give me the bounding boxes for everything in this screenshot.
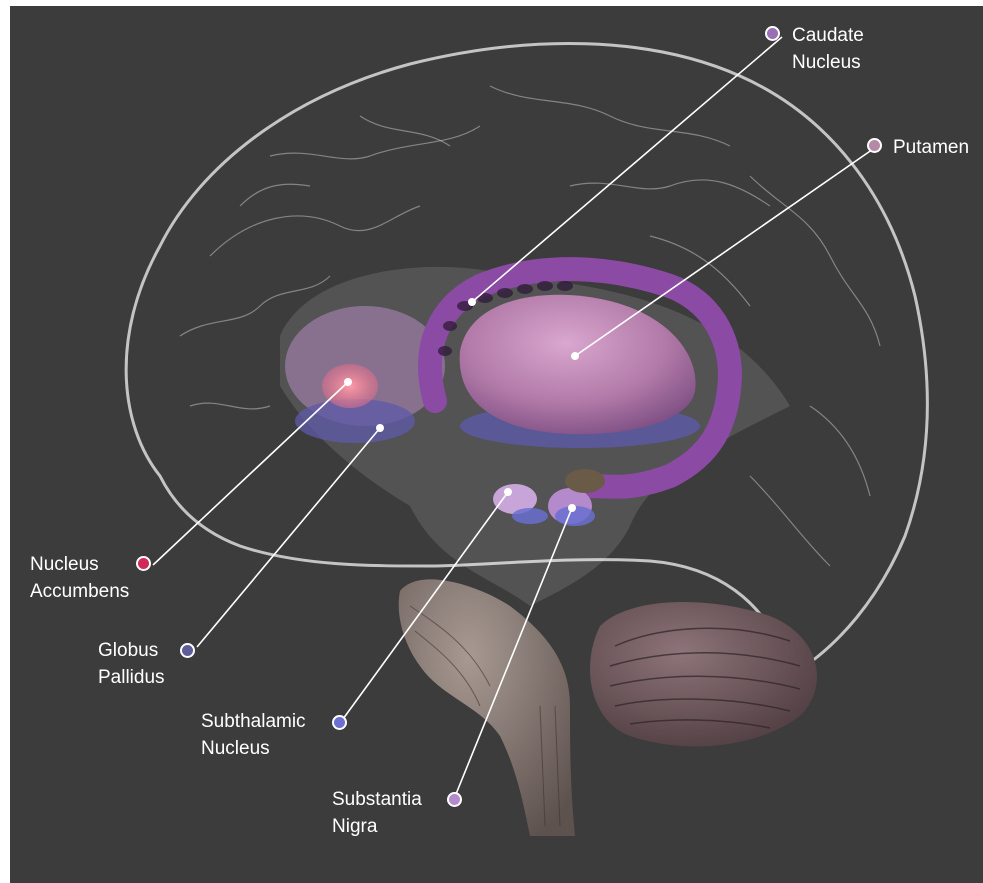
subthalamic-dot bbox=[332, 715, 347, 730]
label-line: Nucleus bbox=[792, 49, 864, 76]
label-line: Nigra bbox=[332, 813, 422, 840]
label-line: Caudate bbox=[792, 22, 864, 49]
label-line: Substantia bbox=[332, 786, 422, 813]
leader-line-caudate bbox=[472, 37, 782, 302]
label-caudate-nucleus: Caudate Nucleus bbox=[792, 22, 864, 76]
label-putamen: Putamen bbox=[893, 134, 969, 161]
label-line: Nucleus bbox=[201, 735, 306, 762]
brainstem-shape bbox=[399, 579, 575, 836]
putamen-dot bbox=[867, 138, 882, 153]
accumbens-dot bbox=[136, 556, 151, 571]
label-line: Putamen bbox=[893, 134, 969, 161]
nucleus-accumbens-shape bbox=[322, 364, 378, 408]
label-substantia-nigra: Substantia Nigra bbox=[332, 786, 422, 840]
label-globus-pallidus: Globus Pallidus bbox=[98, 637, 165, 691]
label-line: Globus bbox=[98, 637, 165, 664]
caudate-dot bbox=[765, 26, 780, 41]
cerebellum-shape bbox=[590, 602, 817, 746]
label-line: Nucleus bbox=[30, 551, 129, 578]
pallidus-dot bbox=[180, 643, 195, 658]
nigra-dot bbox=[447, 792, 462, 807]
leader-line-pallidus bbox=[197, 428, 380, 647]
brain-illustration bbox=[10, 6, 983, 883]
label-line: Accumbens bbox=[30, 578, 129, 605]
label-line: Pallidus bbox=[98, 664, 165, 691]
diagram-canvas: Caudate Nucleus Putamen Nucleus Accumben… bbox=[10, 6, 983, 883]
label-subthalamic-nucleus: Subthalamic Nucleus bbox=[201, 708, 306, 762]
label-line: Subthalamic bbox=[201, 708, 306, 735]
label-nucleus-accumbens: Nucleus Accumbens bbox=[30, 551, 129, 605]
